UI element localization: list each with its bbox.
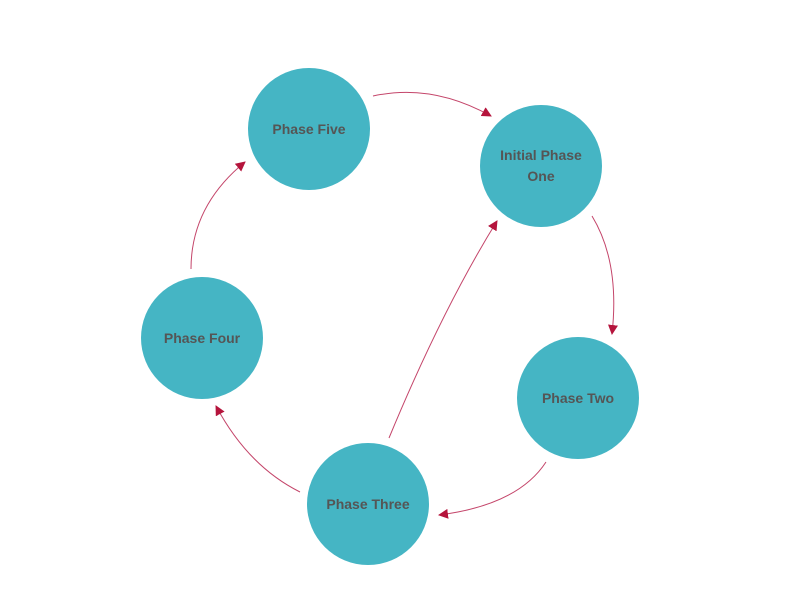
node-label-initial-phase-one: Initial Phase One: [500, 147, 582, 184]
edge-three-to-initial: [388, 220, 498, 439]
node-phase-three[interactable]: Phase Three: [307, 443, 429, 565]
edge-four-to-five: [190, 161, 246, 270]
node-initial-phase-one[interactable]: Initial Phase One: [480, 105, 602, 227]
node-label-phase-three: Phase Three: [326, 495, 410, 512]
edge-two-to-three: [438, 461, 547, 519]
node-phase-five[interactable]: Phase Five: [248, 68, 370, 190]
node-label-phase-five: Phase Five: [272, 120, 346, 137]
edge-initial-to-two: [591, 215, 618, 335]
node-label-phase-two: Phase Two: [541, 389, 615, 406]
edge-three-to-four: [215, 405, 301, 493]
node-label-phase-four: Phase Four: [163, 329, 241, 346]
node-phase-two[interactable]: Phase Two: [517, 337, 639, 459]
edges-group: [190, 91, 618, 519]
edge-five-to-initial: [372, 91, 492, 117]
node-phase-four[interactable]: Phase Four: [141, 277, 263, 399]
